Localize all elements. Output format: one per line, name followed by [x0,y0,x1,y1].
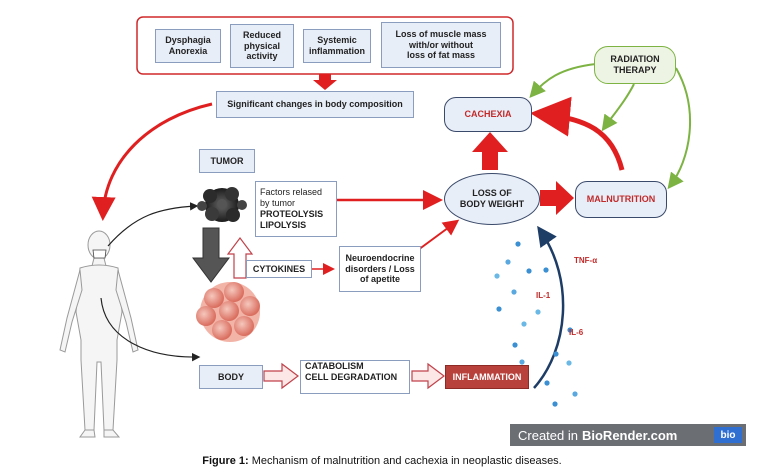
factor-dysphagia-box: Dysphagia Anorexia [155,29,221,63]
tnf-alpha-label: TNF-α [574,256,598,265]
biorender-logo: bio [714,427,742,443]
neuro-to-weight-arrow [417,219,460,251]
radiation-to-malnutrition-arrow [667,67,692,190]
loss-of-weight-node: LOSS OF BODY WEIGHT [444,173,540,225]
radiation-to-cachexia-arrow [529,63,597,99]
malnutrition-node: MALNUTRITION [575,181,667,218]
catabolism-label: CATABOLISM [305,361,364,371]
radiation-to-center-arrow [601,83,635,132]
composition-to-human-arrow [91,102,213,221]
tumor-factors-box: Factors relased by tumor PROTEOLYSIS LIP… [255,181,337,237]
il1-label: IL-1 [536,291,551,300]
badge-brand: BioRender.com [581,427,678,443]
factor-physical-activity-box: Reduced physical activity [230,24,294,68]
human-to-body-arrow [100,297,201,362]
face-mask [92,249,107,259]
lipolysis-label: LIPOLYSIS [260,219,307,230]
cytokine-particles [494,241,578,407]
inflammation-to-weight-arrow [533,225,565,389]
tumor-cell-cluster [197,187,247,222]
body-tissue-cluster [196,282,260,342]
catabolism-box: CATABOLISM CELL DEGRADATION [300,360,410,394]
body-to-catabolism-arrow [263,362,299,390]
inflammation-box: INFLAMMATION [445,365,529,389]
catabolism-to-inflammation-arrow [411,362,445,390]
tumor-factors-line1: Factors relased [260,187,323,198]
proteolysis-label: PROTEOLYSIS [260,209,324,219]
weight-to-cachexia-arrow [472,132,508,170]
biorender-badge: Created in BioRender.com bio [510,424,746,446]
frame-down-arrow [313,74,337,90]
neuroendocrine-box: Neuroendocrine disorders / Loss of apeti… [339,246,421,292]
malnutrition-to-cachexia-arrow [530,96,625,171]
tumor-to-body-arrow [192,227,230,283]
cachexia-node: CACHEXIA [444,97,532,132]
composition-change-box: Significant changes in body composition [216,91,414,118]
factor-inflammation-box: Systemic inflammation [303,29,371,63]
human-figure [59,230,139,438]
caption-text: Mechanism of malnutrition and cachexia i… [248,455,562,467]
cytokines-box: CYTOKINES [246,260,312,278]
caption-label: Figure 1: [202,455,249,467]
il6-label: IL-6 [569,328,584,337]
weight-to-malnutrition-arrow [540,181,574,215]
badge-prefix: Created in [518,427,578,443]
figure-caption: Figure 1: Mechanism of malnutrition and … [0,455,764,467]
tumor-label-box: TUMOR [199,149,255,173]
cell-degradation-label: CELL DEGRADATION [305,371,398,382]
factor-muscle-loss-box: Loss of muscle mass with/or without loss… [381,22,501,68]
tumor-factors-line2: by tumor [260,198,296,209]
radiation-therapy-node: RADIATION THERAPY [594,46,676,84]
human-to-tumor-arrow [107,202,199,247]
body-label-box: BODY [199,365,263,389]
